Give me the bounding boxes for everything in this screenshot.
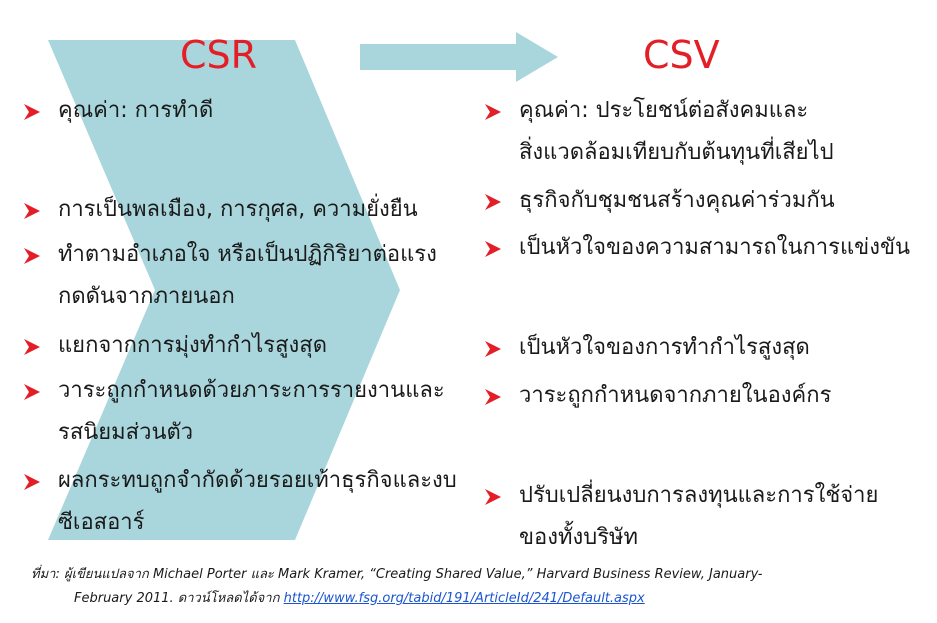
arrow-bullet-icon	[24, 339, 40, 355]
csv-item-text: เป็นหัวใจของการทำกำไรสูงสุด	[519, 335, 810, 360]
arrow-bullet-icon	[485, 241, 501, 257]
arrow-polygon	[360, 32, 558, 82]
csr-item-text-line2: กดดันจากภายนอก	[58, 284, 235, 309]
csr-item-text-line2: ซีเอสอาร์	[58, 510, 145, 535]
source-line2-wrap: February 2011. ดาวน์โหลดได้จาก http://ww…	[31, 587, 911, 611]
csv-item-text-line2: สิ่งแวดล้อมเทียบกับต้นทุนที่เสียไป	[519, 140, 834, 165]
arrow-bullet-icon	[24, 203, 40, 219]
arrow-bullet-icon	[24, 474, 40, 490]
csr-item-text-line2: รสนิยมส่วนตัว	[58, 420, 194, 445]
arrow-bullet-icon	[485, 194, 501, 210]
csr-item-text-line1: วาระถูกกำหนดด้วยภาระการรายงานและ	[58, 378, 445, 403]
arrow-bullet-icon	[485, 341, 501, 357]
csv-item-text: ธุรกิจกับชุมชนสร้างคุณค่าร่วมกัน	[519, 188, 835, 213]
csr-item-text-line1: ทำตามอำเภอใจ หรือเป็นปฏิกิริยาต่อแรง	[58, 242, 437, 267]
csr-item-text: การเป็นพลเมือง, การกุศล, ความยั่งยืน	[58, 197, 418, 222]
csr-item-text: คุณค่า: การทำดี	[58, 98, 214, 123]
source-line2: February 2011. ดาวน์โหลดได้จาก	[74, 591, 280, 606]
arrow-bullet-icon	[485, 489, 501, 505]
source-label: ที่มา:	[31, 567, 60, 582]
arrow-bullet-icon	[485, 389, 501, 405]
source-line1: ผู้เขียนแปลจาก Michael Porter และ Mark K…	[63, 567, 763, 582]
csr-heading: CSR	[180, 33, 258, 77]
csr-item-text-line1: ผลกระทบถูกจำกัดด้วยรอยเท้าธุรกิจและงบ	[58, 468, 457, 493]
csr-item-text: แยกจากการมุ่งทำกำไรสูงสุด	[58, 333, 327, 358]
chevron-polygon	[48, 40, 400, 540]
csv-item-text-line1: ปรับเปลี่ยนงบการลงทุนและการใช้จ่าย	[519, 483, 879, 508]
csv-item-text-line2: ของทั้งบริษัท	[519, 525, 639, 550]
arrow-bullet-icon	[485, 104, 501, 120]
arrow-bullet-icon	[24, 248, 40, 264]
source-link[interactable]: http://www.fsg.org/tabid/191/ArticleId/2…	[283, 591, 645, 606]
arrow-bullet-icon	[24, 384, 40, 400]
csv-item-text: วาระถูกกำหนดจากภายในองค์กร	[519, 383, 832, 408]
csv-heading: CSV	[643, 33, 720, 77]
csv-item-text: เป็นหัวใจของความสามารถในการแข่งขัน	[519, 235, 911, 260]
source-citation: ที่มา: ผู้เขียนแปลจาก Michael Porter และ…	[31, 563, 911, 611]
csv-item-text-line1: คุณค่า: ประโยชน์ต่อสังคมและ	[519, 98, 809, 123]
arrow-bullet-icon	[24, 104, 40, 120]
